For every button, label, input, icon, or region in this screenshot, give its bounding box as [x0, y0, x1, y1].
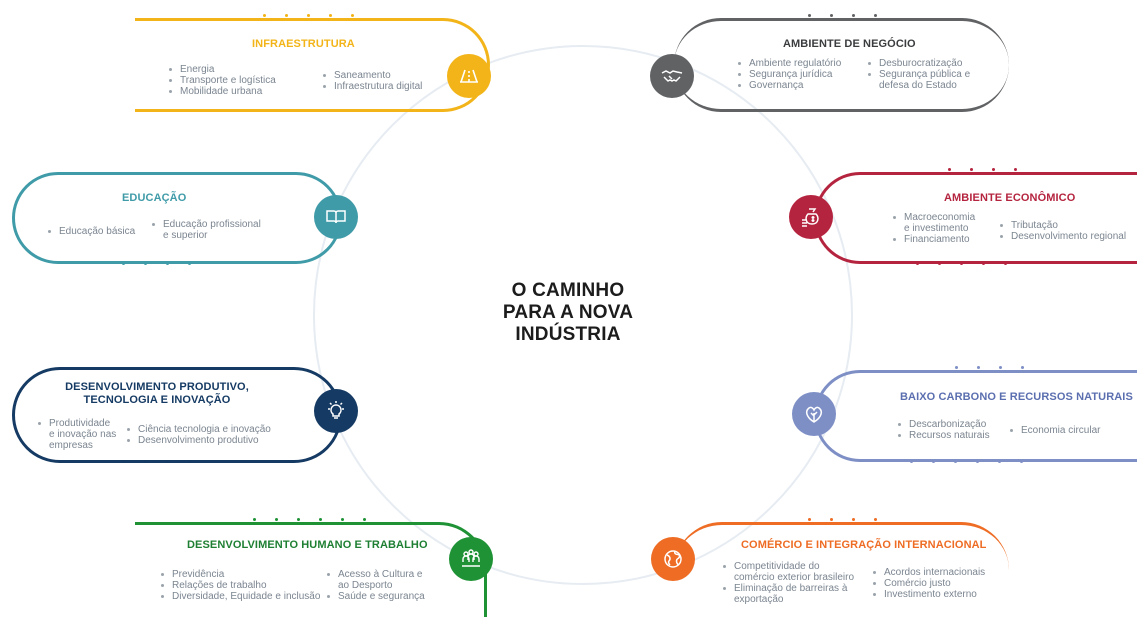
leaf-icon	[792, 392, 836, 436]
list-item: Desenvolvimento regional	[999, 231, 1126, 242]
list-item: Governança	[737, 80, 841, 91]
list-item: Previdência	[160, 569, 320, 580]
negocio-list-1: Ambiente regulatório Segurança jurídica …	[737, 58, 841, 91]
list-item: Desenvolvimento produtivo	[126, 435, 271, 446]
list-item: Acesso à Cultura e ao Desporto	[326, 569, 425, 591]
infraestrutura-dots	[263, 14, 354, 17]
carbono-title: BAIXO CARBONO E RECURSOS NATURAIS	[900, 391, 1133, 403]
people-icon	[449, 537, 493, 581]
list-item: Economia circular	[1009, 425, 1100, 436]
negocio-title: AMBIENTE DE NEGÓCIO	[783, 38, 916, 50]
list-item: Investimento externo	[872, 589, 985, 600]
handshake-icon	[650, 54, 694, 98]
economico-frame	[814, 172, 1137, 264]
negocio-frame	[674, 18, 1009, 112]
globe-icon	[651, 537, 695, 581]
list-item: Transporte e logística	[168, 75, 276, 86]
list-item: Educação profissional e superior	[151, 219, 261, 241]
humano-dots	[253, 518, 366, 521]
economico-list-2: Tributação Desenvolvimento regional	[999, 220, 1126, 242]
comercio-list-1: Competitividade do comércio exterior bra…	[722, 561, 854, 605]
list-item: Financiamento	[892, 234, 975, 245]
list-item: Produtividade e inovação nas empresas	[37, 418, 116, 451]
list-item: Recursos naturais	[897, 430, 990, 441]
comercio-list-2: Acordos internacionais Comércio justo In…	[872, 567, 985, 600]
humano-list-2: Acesso à Cultura e ao Desporto Saúde e s…	[326, 569, 425, 602]
list-item: Segurança jurídica	[737, 69, 841, 80]
produtivo-title: DESENVOLVIMENTO PRODUTIVO, TECNOLOGIA E …	[65, 381, 249, 406]
list-item: Acordos internacionais	[872, 567, 985, 578]
list-item: Ciência tecnologia e inovação	[126, 424, 271, 435]
list-item: Tributação	[999, 220, 1126, 231]
educacao-frame	[12, 172, 342, 264]
produtivo-list-2: Ciência tecnologia e inovação Desenvolvi…	[126, 424, 271, 446]
list-item: Relações de trabalho	[160, 580, 320, 591]
comercio-frame	[674, 522, 1009, 617]
carbono-list-1: Descarbonização Recursos naturais	[897, 419, 990, 441]
economico-dots	[948, 168, 1017, 171]
list-item: Saneamento	[322, 70, 422, 81]
list-item: Segurança pública e defesa do Estado	[867, 69, 970, 91]
list-item: Descarbonização	[897, 419, 990, 430]
economico-title: AMBIENTE ECONÔMICO	[944, 192, 1076, 204]
carbono-frame	[814, 370, 1137, 462]
negocio-list-2: Desburocratização Segurança pública e de…	[867, 58, 970, 91]
list-item: Ambiente regulatório	[737, 58, 841, 69]
infraestrutura-title: INFRAESTRUTURA	[252, 38, 355, 50]
money-bag-icon	[789, 195, 833, 239]
educacao-title: EDUCAÇÃO	[122, 192, 187, 204]
produtivo-dots	[122, 460, 191, 463]
educacao-list-1: Educação básica	[47, 226, 135, 237]
infraestrutura-list-1: Energia Transporte e logística Mobilidad…	[168, 64, 276, 97]
carbono-list-2: Economia circular	[1009, 425, 1100, 436]
educacao-list-2: Educação profissional e superior	[151, 219, 261, 241]
carbono-dots-bottom	[910, 460, 1023, 463]
page-title: O CAMINHO PARA A NOVA INDÚSTRIA	[502, 280, 634, 345]
comercio-title: COMÉRCIO E INTEGRAÇÃO INTERNACIONAL	[741, 539, 987, 551]
negocio-dots	[808, 14, 877, 17]
central-circle	[313, 45, 853, 585]
humano-list-1: Previdência Relações de trabalho Diversi…	[160, 569, 320, 602]
list-item: Energia	[168, 64, 276, 75]
list-item: Desburocratização	[867, 58, 970, 69]
carbono-dots	[955, 366, 1024, 369]
book-icon	[314, 195, 358, 239]
lightbulb-icon	[314, 389, 358, 433]
infraestrutura-list-2: Saneamento Infraestrutura digital	[322, 70, 422, 92]
list-item: Comércio justo	[872, 578, 985, 589]
road-icon	[447, 54, 491, 98]
educacao-dots	[122, 262, 191, 265]
list-item: Competitividade do comércio exterior bra…	[722, 561, 854, 583]
list-item: Mobilidade urbana	[168, 86, 276, 97]
list-item: Saúde e segurança	[326, 591, 425, 602]
list-item: Educação básica	[47, 226, 135, 237]
list-item: Eliminação de barreiras à exportação	[722, 583, 854, 605]
produtivo-list-1: Produtividade e inovação nas empresas	[37, 418, 116, 451]
list-item: Diversidade, Equidade e inclusão	[160, 591, 320, 602]
economico-dots-bottom	[916, 262, 1007, 265]
list-item: Macroeconomia e investimento	[892, 212, 975, 234]
comercio-dots	[808, 518, 877, 521]
list-item: Infraestrutura digital	[322, 81, 422, 92]
humano-title: DESENVOLVIMENTO HUMANO E TRABALHO	[187, 539, 428, 551]
economico-list-1: Macroeconomia e investimento Financiamen…	[892, 212, 975, 245]
